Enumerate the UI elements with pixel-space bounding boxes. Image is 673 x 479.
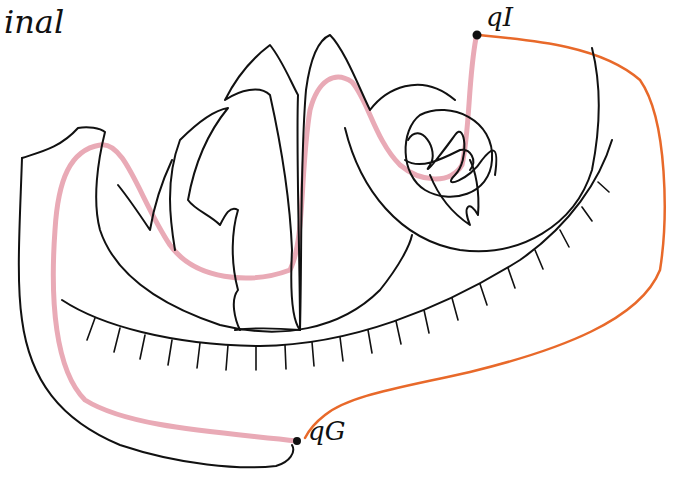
obstacle-outline [345, 48, 599, 251]
point-label: qG [308, 418, 345, 444]
point-label: qI [486, 4, 513, 30]
alternative-path [305, 35, 665, 438]
obstacle-outline [19, 158, 293, 467]
start-point [474, 32, 481, 39]
obstacle-outline [300, 35, 455, 330]
obstacle-scribble [405, 132, 496, 183]
obstacle-outline [225, 45, 300, 330]
hatched-boundary [62, 140, 612, 346]
obstacle-outline [430, 160, 478, 225]
obstacle-outline [235, 329, 300, 331]
planned-path [53, 38, 476, 441]
hatch-marks [87, 182, 609, 370]
obstacle-outline [118, 160, 172, 230]
goal-point [294, 438, 300, 444]
obstacle-outline [170, 108, 240, 330]
title-fragment: inal [4, 6, 64, 38]
obstacle-scribble [406, 110, 493, 197]
